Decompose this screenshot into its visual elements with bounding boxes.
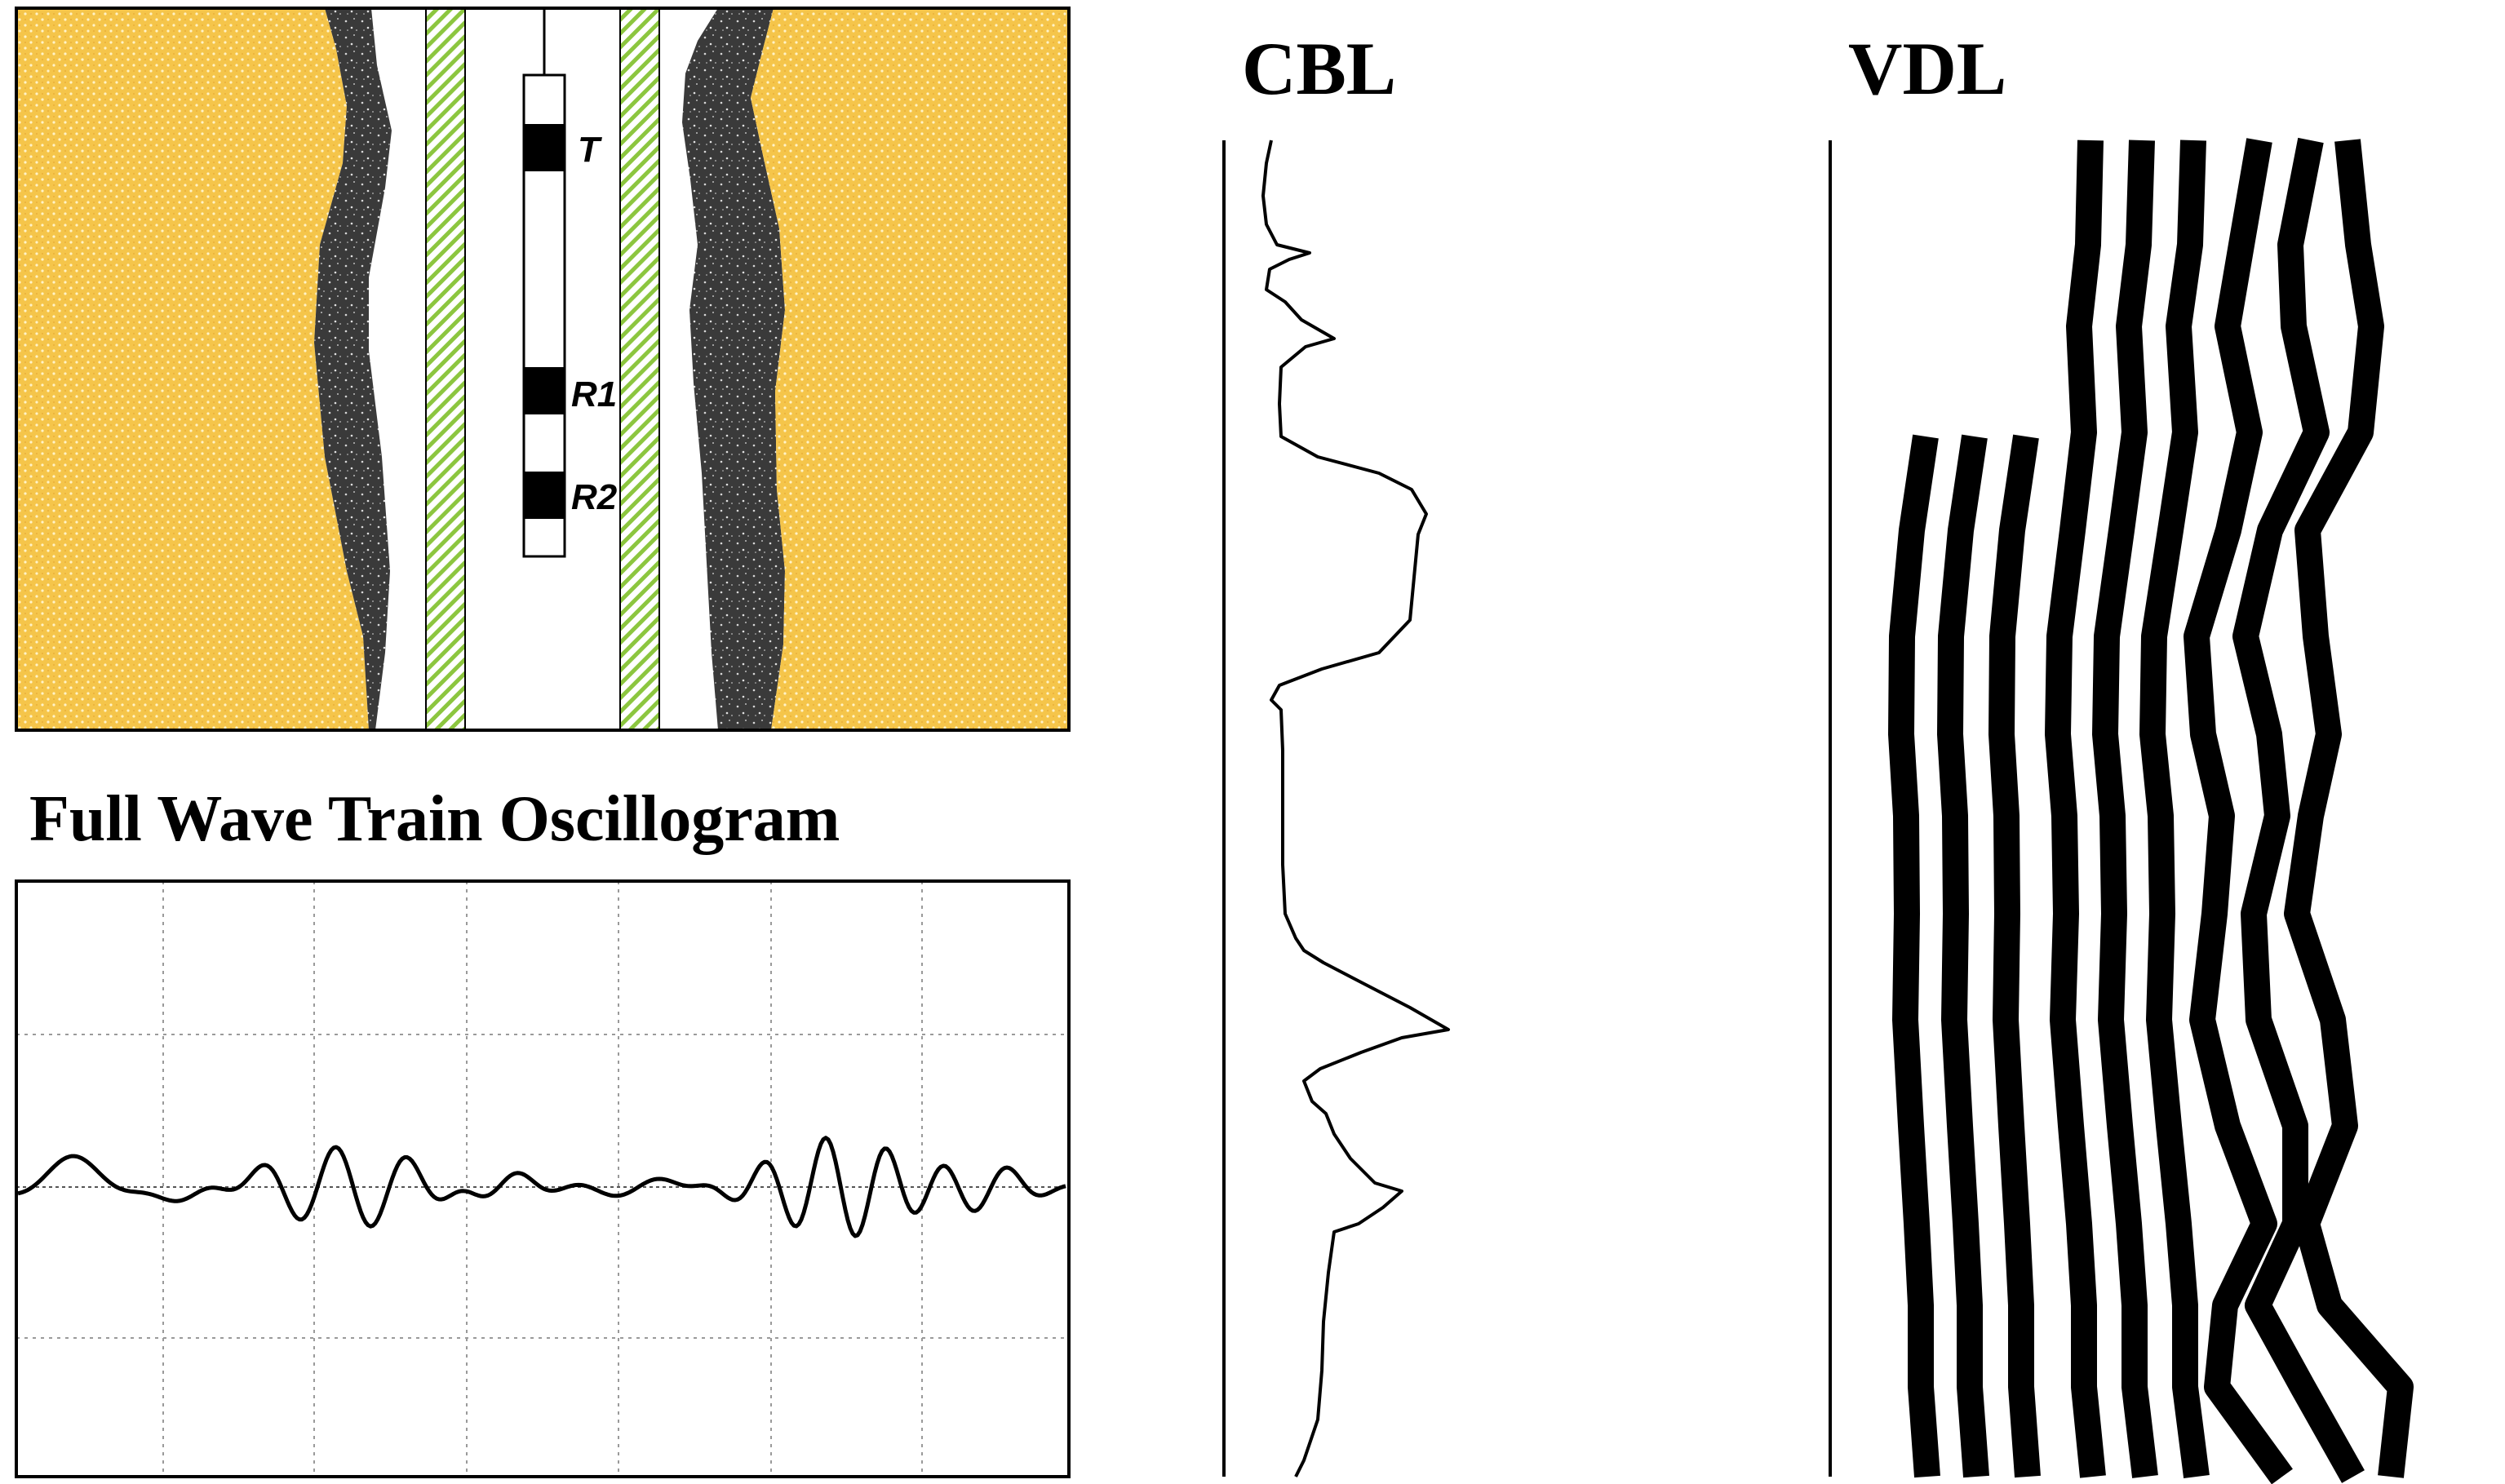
vdl-bands xyxy=(1888,137,2414,1484)
oscillogram-title: Full Wave Train Oscillogram xyxy=(29,783,840,855)
left-cement xyxy=(314,8,392,730)
cbl-amplitude-curve xyxy=(1261,140,1450,1477)
transmitter-label: T xyxy=(578,130,602,170)
right-cement xyxy=(682,8,785,730)
vdl-band-5 xyxy=(2092,140,2158,1478)
oscillogram-frame-background xyxy=(16,881,1069,1477)
cbl-title: CBL xyxy=(1242,27,1396,110)
receiver2-label: R2 xyxy=(571,477,618,517)
vdl-band-2 xyxy=(1937,434,1989,1478)
left-formation xyxy=(16,8,369,730)
wellbore-cross-section: T R1 R2 xyxy=(15,7,1071,732)
cbl-track xyxy=(1222,140,1450,1477)
vdl-band-7 xyxy=(2184,138,2293,1484)
vdl-band-3 xyxy=(1988,434,2041,1478)
receiver1-block xyxy=(524,367,565,414)
vdl-band-1 xyxy=(1888,434,1940,1478)
full-wave-train-trace xyxy=(17,1136,1066,1238)
transmitter-block xyxy=(524,124,565,171)
vdl-title: VDL xyxy=(1848,27,2006,110)
receiver2-block xyxy=(524,472,565,519)
vdl-band-4 xyxy=(2045,140,2106,1478)
vdl-band-6 xyxy=(2139,140,2210,1479)
vdl-band-9 xyxy=(2284,139,2414,1478)
right-formation xyxy=(751,8,1069,730)
oscillogram-frame-border xyxy=(15,879,1071,1478)
logging-tool: T R1 R2 xyxy=(522,8,618,558)
receiver1-label: R1 xyxy=(571,374,617,414)
right-casing xyxy=(619,7,660,731)
wellbore-panel-border xyxy=(15,7,1071,732)
vdl-band-8 xyxy=(2232,137,2365,1483)
oscillogram-grid xyxy=(16,881,1069,1477)
oscillogram-panel xyxy=(15,879,1071,1478)
vdl-track xyxy=(1829,137,2414,1484)
left-casing xyxy=(425,7,466,731)
